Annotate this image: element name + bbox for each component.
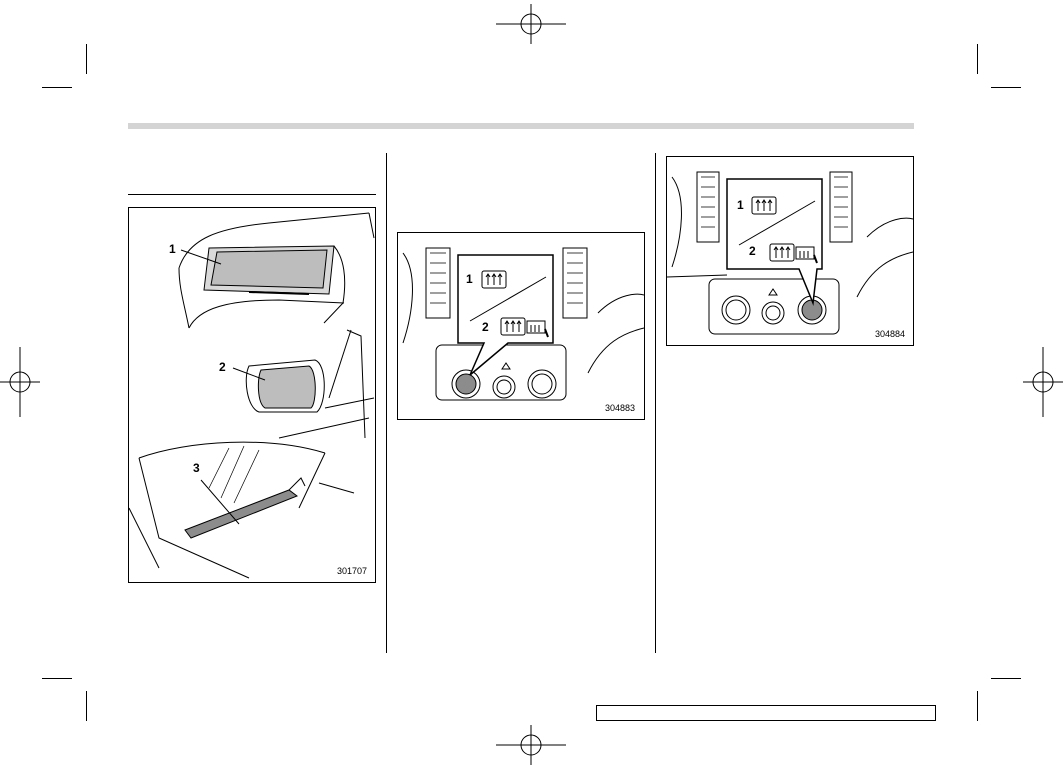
crop-mark bbox=[42, 678, 72, 679]
column-divider bbox=[655, 153, 656, 653]
crop-mark bbox=[86, 44, 87, 74]
callout-2: 2 bbox=[749, 244, 756, 258]
figure-code: 301707 bbox=[337, 566, 368, 576]
mirror-defogger-icon bbox=[795, 246, 818, 264]
figure-code: 304883 bbox=[605, 403, 636, 413]
rear-defogger-icon bbox=[500, 317, 526, 336]
figure-defogger-areas: 1 2 3 301707 bbox=[128, 207, 376, 583]
callout-1: 1 bbox=[466, 272, 473, 286]
crop-mark bbox=[991, 87, 1021, 88]
figure-defogger-switch-left: 1 2 304883 bbox=[397, 232, 645, 420]
crop-mark bbox=[42, 87, 72, 88]
registration-target-icon bbox=[496, 4, 566, 44]
registration-target-icon bbox=[1023, 347, 1063, 417]
callout-3: 3 bbox=[193, 461, 200, 475]
rear-defogger-icon bbox=[751, 196, 777, 215]
figure-drawing: 1 2 3 bbox=[129, 212, 375, 579]
registration-target-icon bbox=[0, 347, 40, 417]
header-bar bbox=[128, 123, 914, 129]
crop-mark bbox=[977, 691, 978, 721]
crop-mark bbox=[977, 44, 978, 74]
rear-defogger-icon bbox=[481, 270, 507, 289]
figure-defogger-switch-right: 1 2 304884 bbox=[666, 156, 914, 346]
figure-code: 304884 bbox=[875, 329, 906, 339]
section-rule bbox=[128, 194, 376, 195]
crop-mark bbox=[991, 678, 1021, 679]
rear-defogger-icon bbox=[769, 243, 795, 262]
callout-2: 2 bbox=[482, 320, 489, 334]
callout-2: 2 bbox=[219, 360, 226, 374]
figure-drawing: 1 2 bbox=[402, 247, 644, 401]
mirror-defogger-icon bbox=[526, 320, 549, 338]
footer-box bbox=[596, 705, 936, 721]
registration-target-icon bbox=[496, 725, 566, 765]
callout-1: 1 bbox=[737, 198, 744, 212]
column-divider bbox=[386, 153, 387, 653]
callout-1: 1 bbox=[169, 242, 176, 256]
figure-drawing: 1 2 bbox=[667, 171, 913, 335]
crop-mark bbox=[86, 691, 87, 721]
